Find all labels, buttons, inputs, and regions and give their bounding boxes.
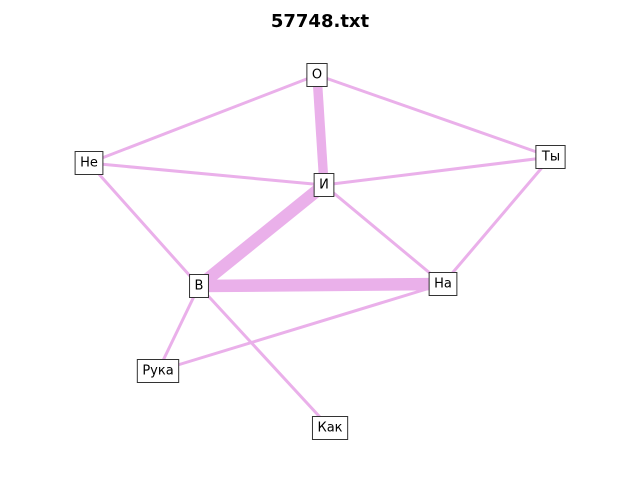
- edge-И-Ты: [323, 155, 552, 187]
- edges-layer: [87, 73, 553, 430]
- node-box: [306, 63, 328, 87]
- node-Не: Не: [74, 151, 104, 175]
- edge-О-Ты: [316, 73, 552, 159]
- node-В: В: [189, 274, 209, 298]
- edge-Рука-На: [157, 282, 444, 373]
- edge-И-В: [195, 180, 328, 291]
- node-label: В: [195, 279, 204, 294]
- node-label: О: [312, 68, 322, 83]
- node-Как: Как: [311, 416, 349, 440]
- node-Рука: Рука: [136, 359, 180, 383]
- edge-О-Не: [88, 73, 318, 165]
- node-box: [428, 272, 458, 296]
- node-На: На: [428, 272, 458, 296]
- node-label: Не: [80, 156, 98, 171]
- node-label: На: [434, 277, 452, 292]
- edge-О-И: [312, 74, 329, 186]
- node-box: [74, 151, 104, 175]
- node-label: Ты: [541, 150, 560, 165]
- node-box: [535, 145, 566, 169]
- node-box: [189, 274, 209, 298]
- node-box: [313, 173, 335, 197]
- node-box: [311, 416, 349, 440]
- node-О: О: [306, 63, 328, 87]
- node-box: [136, 359, 180, 383]
- edge-Не-И: [88, 161, 325, 187]
- edge-В-На: [198, 277, 444, 293]
- node-label: Как: [317, 421, 342, 436]
- node-label: И: [319, 178, 329, 193]
- node-label: Рука: [142, 364, 173, 379]
- node-Ты: Ты: [535, 145, 566, 169]
- graph-title: 57748.txt: [270, 11, 370, 32]
- edge-В-Как: [197, 284, 332, 430]
- edge-Ты-На: [441, 156, 553, 285]
- node-И: И: [313, 173, 335, 197]
- edge-И-На: [323, 183, 444, 286]
- edge-В-Рука: [156, 285, 201, 372]
- edge-Не-В: [87, 162, 201, 287]
